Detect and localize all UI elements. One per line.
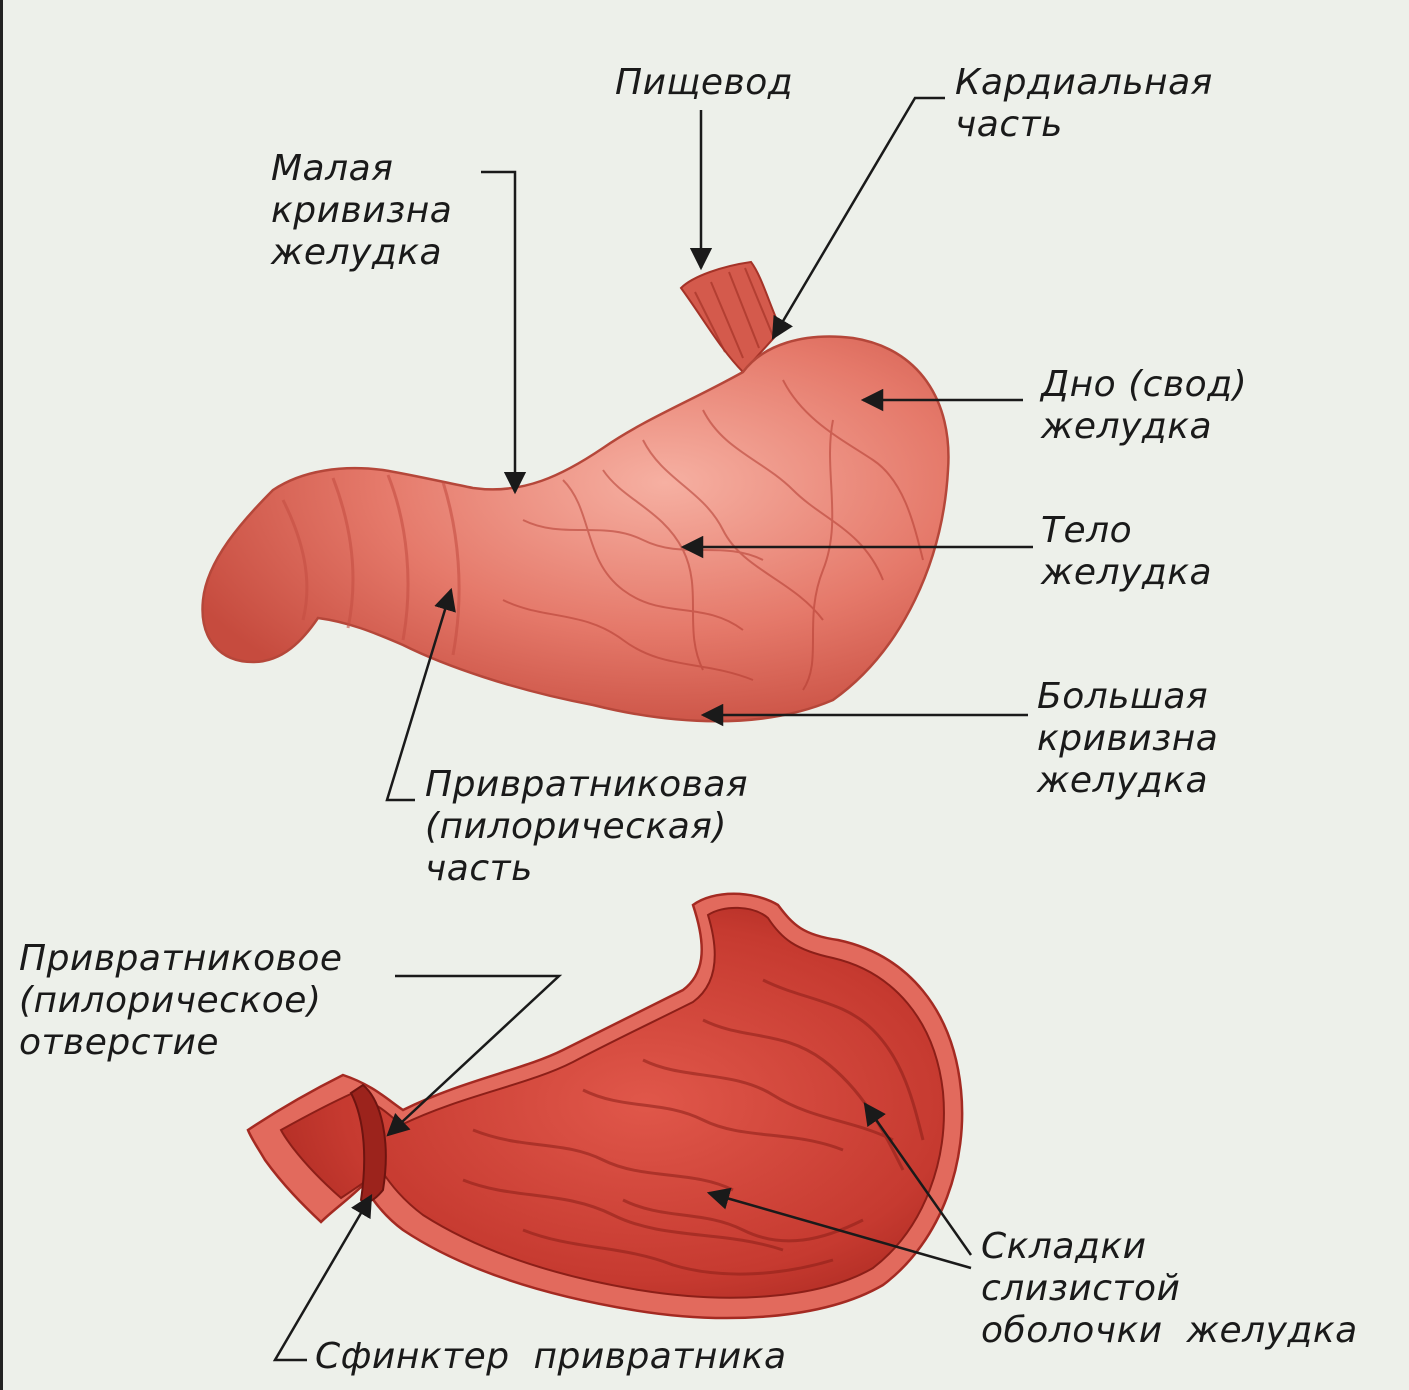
stomach-body-shape [203, 337, 949, 722]
label-esophagus: Пищевод [615, 62, 793, 104]
label-mucosa-folds: Складки слизистой оболочки желудка [981, 1226, 1358, 1352]
label-greater-curvature: Большая кривизна желудка [1037, 676, 1218, 802]
label-pyloric-opening: Привратниковое (пилорическое) отверстие [19, 938, 343, 1064]
leader-cardiac [773, 98, 945, 338]
label-fundus: Дно (свод) желудка [1041, 364, 1247, 448]
label-cardiac-part: Кардиальная часть [955, 62, 1213, 146]
stomach-external [203, 262, 949, 721]
label-pyloric-part: Привратниковая (пилорическая) часть [425, 764, 748, 890]
leader-lesser-curvature [481, 172, 515, 492]
label-lesser-curvature: Малая кривизна желудка [271, 148, 452, 274]
stomach-cut-view [248, 894, 962, 1318]
label-body: Тело желудка [1041, 510, 1212, 594]
label-pyloric-sphincter: Сфинктер привратника [315, 1336, 787, 1378]
